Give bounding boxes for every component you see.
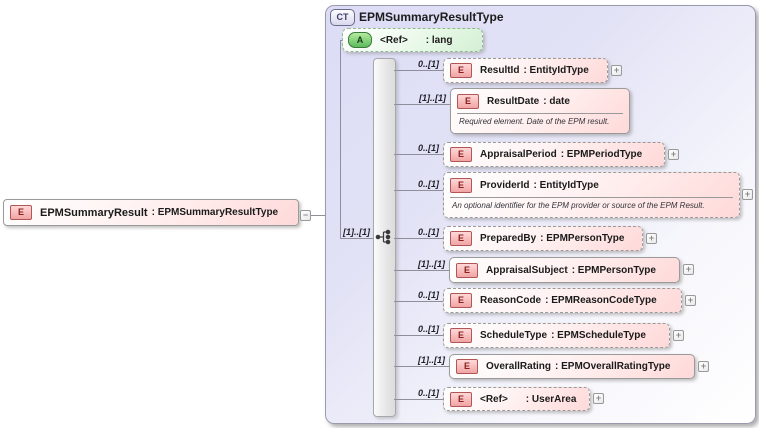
connector-line bbox=[394, 399, 443, 400]
element-type: : EPMPersonType bbox=[540, 233, 625, 244]
element-badge: E bbox=[450, 147, 472, 162]
root-element-type: : EPMSummaryResultType bbox=[151, 207, 279, 218]
connector-line bbox=[394, 270, 449, 271]
cardinality-label: [1]..[1] bbox=[418, 355, 445, 365]
cardinality-label: [1]..[1] bbox=[419, 93, 446, 103]
connector-line bbox=[394, 154, 443, 155]
element-type: : EPMScheduleType bbox=[551, 330, 646, 341]
expand-icon[interactable]: + bbox=[668, 149, 679, 160]
element-type: : EPMReasonCodeType bbox=[545, 295, 657, 306]
element-badge: E bbox=[456, 262, 478, 278]
element-label: ProviderId bbox=[480, 179, 530, 191]
expand-icon[interactable]: + bbox=[683, 264, 694, 275]
element-type: : EntityIdType bbox=[533, 179, 599, 191]
element-label: AppraisalPeriod bbox=[480, 149, 557, 160]
connector-line bbox=[394, 335, 443, 336]
cardinality-label: 0..[1] bbox=[417, 227, 439, 237]
annotation-text: Required element. Date of the EPM result… bbox=[459, 117, 610, 126]
element-badge: E bbox=[450, 177, 472, 193]
expand-icon[interactable]: + bbox=[593, 393, 604, 404]
connector-line bbox=[340, 238, 373, 239]
element-label: OverallRating bbox=[486, 361, 552, 372]
connector-line bbox=[311, 215, 325, 216]
expand-icon[interactable]: + bbox=[646, 233, 657, 244]
attribute-label: <Ref> bbox=[380, 34, 408, 46]
expand-icon[interactable]: + bbox=[698, 361, 709, 372]
annotation-text: An optional identifier for the EPM provi… bbox=[452, 201, 705, 210]
element-label: PreparedBy bbox=[480, 233, 537, 244]
element-type: : EPMPersonType bbox=[571, 264, 656, 276]
annotation-divider bbox=[450, 197, 733, 198]
element-label: ScheduleType bbox=[480, 330, 548, 341]
root-element-box[interactable]: E EPMSummaryResult : EPMSummaryResultTyp… bbox=[3, 199, 299, 226]
element-label: AppraisalSubject bbox=[486, 264, 568, 276]
connector-line bbox=[394, 70, 443, 71]
sequence-cardinality: [1]..[1] bbox=[343, 227, 370, 237]
element-badge: E bbox=[450, 391, 472, 407]
element-box-ref-userarea[interactable]: E <Ref> : UserArea bbox=[443, 387, 590, 411]
expand-icon[interactable]: + bbox=[673, 330, 684, 341]
element-badge: E bbox=[450, 328, 472, 343]
sequence-icon bbox=[375, 229, 391, 245]
element-box-scheduletype[interactable]: E ScheduleType : EPMScheduleType bbox=[443, 323, 670, 348]
element-badge: E bbox=[456, 359, 478, 374]
annotation-divider bbox=[457, 113, 623, 114]
element-type: : EntityIdType bbox=[523, 65, 589, 76]
element-type: : EPMPeriodType bbox=[560, 149, 643, 160]
expand-icon[interactable]: + bbox=[685, 295, 696, 306]
connector-line bbox=[394, 366, 449, 367]
element-label: ReasonCode bbox=[480, 295, 542, 306]
element-box-resultdate[interactable]: E ResultDate : date Required element. Da… bbox=[450, 88, 630, 134]
element-box-providerid[interactable]: E ProviderId : EntityIdType An optional … bbox=[443, 172, 740, 218]
complex-type-badge: CT bbox=[330, 9, 355, 26]
element-box-reasoncode[interactable]: E ReasonCode : EPMReasonCodeType bbox=[443, 288, 682, 313]
expand-icon[interactable]: + bbox=[742, 189, 753, 200]
element-box-resultid[interactable]: E ResultId : EntityIdType bbox=[443, 58, 608, 83]
cardinality-label: 0..[1] bbox=[417, 290, 439, 300]
connector-line bbox=[394, 301, 443, 302]
attribute-badge: A bbox=[348, 32, 372, 48]
expand-icon[interactable]: + bbox=[611, 65, 622, 76]
element-badge: E bbox=[450, 231, 472, 246]
element-label: ResultDate bbox=[487, 95, 540, 107]
cardinality-label: 0..[1] bbox=[417, 59, 439, 69]
element-badge: E bbox=[10, 205, 32, 220]
connector-line bbox=[394, 238, 443, 239]
connector-line bbox=[394, 190, 443, 191]
connector-line bbox=[394, 104, 450, 105]
attribute-box[interactable]: A <Ref> : lang bbox=[342, 28, 483, 52]
element-type: : date bbox=[543, 95, 570, 107]
root-element-label: EPMSummaryResult bbox=[40, 206, 148, 219]
element-badge: E bbox=[450, 293, 472, 308]
element-type: : UserArea bbox=[525, 393, 577, 405]
cardinality-label: 0..[1] bbox=[417, 324, 439, 334]
collapse-icon[interactable]: − bbox=[300, 210, 311, 221]
rail-line bbox=[340, 40, 341, 238]
element-type: : EPMOverallRatingType bbox=[555, 361, 671, 372]
element-badge: E bbox=[450, 63, 472, 78]
element-box-overallrating[interactable]: E OverallRating : EPMOverallRatingType bbox=[449, 354, 695, 379]
cardinality-label: 0..[1] bbox=[417, 143, 439, 153]
cardinality-label: [1]..[1] bbox=[418, 259, 445, 269]
element-box-appraisalsubject[interactable]: E AppraisalSubject : EPMPersonType bbox=[449, 257, 680, 283]
cardinality-label: 0..[1] bbox=[417, 388, 439, 398]
complex-type-title: EPMSummaryResultType bbox=[359, 10, 504, 24]
element-box-preparedby[interactable]: E PreparedBy : EPMPersonType bbox=[443, 226, 643, 251]
sequence-bar[interactable] bbox=[373, 58, 396, 417]
element-badge: E bbox=[457, 93, 479, 109]
element-label: ResultId bbox=[480, 65, 520, 76]
element-box-appraisalperiod[interactable]: E AppraisalPeriod : EPMPeriodType bbox=[443, 142, 665, 167]
cardinality-label: 0..[1] bbox=[417, 179, 439, 189]
element-label: <Ref> bbox=[480, 393, 508, 405]
attribute-type: : lang bbox=[425, 34, 453, 46]
